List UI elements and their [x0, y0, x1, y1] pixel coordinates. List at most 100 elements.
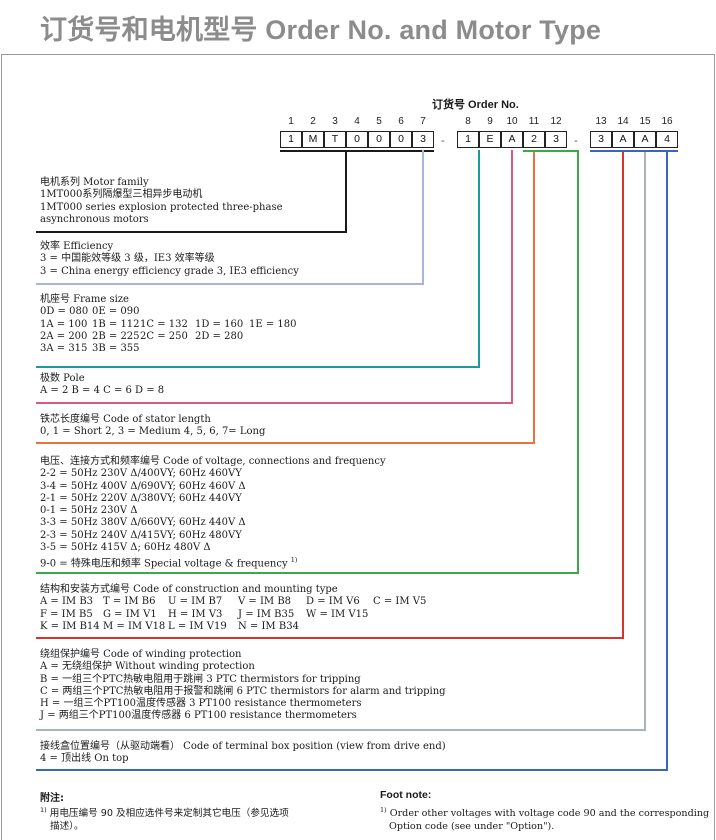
frame-size-entry: 2C = 250	[140, 330, 188, 342]
efficiency-section: 效率 Efficiency 3 = 中国能效等级 3 级，IE3 效率等级 3 …	[40, 241, 299, 278]
frame-size-entry: 1D = 160	[195, 318, 244, 330]
order-cell: 3	[590, 131, 612, 148]
position-number: 9	[487, 116, 493, 127]
voltage-line: 0-1 = 50Hz 230V Δ	[40, 505, 138, 517]
construction-entry: G = IM V1	[103, 608, 157, 620]
construction-connector	[36, 150, 624, 639]
frame-size-entry: 1B = 112	[92, 318, 140, 330]
position-number: 12	[550, 116, 562, 127]
position-number: 2	[310, 116, 316, 127]
position-number: 4	[354, 116, 360, 127]
winding-line: C = 两组三个PTC热敏电阻用于报警和跳闸 6 PTC thermistors…	[40, 685, 446, 697]
frame-size-entry: 1E = 180	[249, 318, 297, 330]
order-separator: -	[574, 135, 578, 147]
order-cell: 2	[523, 131, 545, 148]
motor-family-line: asynchronous motors	[40, 213, 149, 225]
order-cell: 0	[390, 131, 412, 148]
frame-size-entry: 1A = 100	[40, 318, 88, 330]
voltage-connector	[36, 150, 579, 574]
efficiency-title: 效率 Efficiency	[40, 241, 114, 252]
stator-length-title: 铁芯长度编号 Code of stator length	[40, 414, 211, 425]
terminal-box-line: 4 = 顶出线 On top	[40, 753, 129, 765]
frame-size-row: 1A = 100 1B = 1121C = 132 1D = 160 1E = 180	[40, 319, 297, 331]
footnote-cn: 1) 用电压编号 90 及相应选件号来定制其它电压（参见选项 描述）。	[40, 804, 289, 833]
pole-section: 极数 Pole A = 2 B = 4 C = 6 D = 8	[40, 373, 164, 398]
construction-entry: V = IM B8	[238, 596, 292, 608]
construction-entry: K = IM B14	[40, 620, 100, 632]
position-number: 13	[595, 116, 607, 127]
position-number: 3	[332, 116, 338, 127]
frame-size-entry: 3B = 355	[92, 343, 140, 355]
voltage-line: 3-3 = 50Hz 380V Δ/660VY; 60Hz 440V Δ	[40, 517, 246, 529]
construction-entry: D = IM V6	[306, 596, 360, 608]
order-cell: 0	[368, 131, 390, 148]
footnote-marker: 1)	[40, 806, 47, 814]
winding-line: B = 一组三个PTC热敏电阻用于跳闸 3 PTC thermistors fo…	[40, 673, 361, 685]
order-cell: 1	[280, 131, 302, 148]
order-cell: M	[302, 131, 324, 148]
winding-title: 绕组保护编号 Code of winding protection	[40, 649, 242, 660]
construction-title: 结构和安装方式编号 Code of construction and mount…	[40, 584, 338, 595]
order-cell: A	[612, 131, 634, 148]
position-number: 16	[661, 116, 673, 127]
order-cell: T	[324, 131, 346, 148]
terminal-box-title: 接线盒位置编号（从驱动端看） Code of terminal box posi…	[40, 741, 446, 752]
construction-entry: L = IM V19	[168, 620, 227, 632]
stator-length-section: 铁芯长度编号 Code of stator length 0, 1 = Shor…	[40, 414, 265, 439]
position-number: 5	[376, 116, 382, 127]
footnote-cn-line: 描述）。	[50, 821, 84, 833]
order-cell: 0	[346, 131, 368, 148]
frame-size-entry: 0D = 080	[40, 306, 89, 318]
frame-size-entry: 2B = 225	[92, 330, 140, 342]
order-cell: 1	[457, 131, 479, 148]
order-cell: E	[479, 131, 501, 148]
pole-connector	[36, 150, 513, 404]
winding-line: H = 一组三个PT100温度传感器 3 PT100 resistance th…	[40, 698, 362, 710]
footnote-marker: 1)	[290, 556, 298, 565]
winding-line: J = 两组三个PT100温度传感器 6 PT100 resistance th…	[40, 710, 357, 722]
construction-entry: F = IM B5	[40, 608, 93, 620]
voltage-special-text: 9-0 = 特殊电压和频率 Special voltage & frequenc…	[40, 558, 288, 570]
efficiency-connector	[36, 150, 424, 285]
order-cell: 4	[656, 131, 678, 148]
position-number: 8	[465, 116, 471, 127]
voltage-line: 3-4 = 50Hz 400V Δ/690VY; 60Hz 460V Δ	[40, 480, 246, 492]
voltage-section: 电压、连接方式和频率编号 Code of voltage, connection…	[40, 456, 386, 571]
construction-entry: A = IM B3	[40, 596, 94, 608]
position-number: 7	[420, 116, 426, 127]
terminal-box-connector	[36, 150, 668, 771]
frame-size-connector	[36, 150, 480, 368]
order-cell: A	[634, 131, 656, 148]
voltage-line: 2-1 = 50Hz 220V Δ/380VY; 60Hz 440VY	[40, 492, 242, 504]
order-number-label: 订货号 Order No.	[432, 99, 519, 111]
notes-heading-cn: 附注:	[40, 793, 64, 804]
footnote-en: 1) Order other voltages with voltage cod…	[380, 804, 709, 833]
winding-connector	[36, 150, 646, 731]
motor-family-line: 1MT000系列隔爆型三相异步电动机	[40, 189, 203, 201]
construction-entry: U = IM B7	[168, 596, 223, 608]
construction-entry: N = IM B34	[238, 620, 299, 632]
position-number: 10	[506, 116, 518, 127]
construction-entry: J = IM B35	[238, 608, 295, 620]
pole-title: 极数 Pole	[40, 373, 85, 384]
stator-length-line: 0, 1 = Short 2, 3 = Medium 4, 5, 6, 7= L…	[40, 426, 266, 438]
voltage-line: 2-2 = 50Hz 230V Δ/400VY; 60Hz 460VY	[40, 468, 242, 480]
construction-section: 结构和安装方式编号 Code of construction and mount…	[40, 584, 426, 633]
voltage-title: 电压、连接方式和频率编号 Code of voltage, connection…	[40, 456, 386, 467]
frame-size-entry: 2D = 280	[195, 330, 244, 342]
order-separator: -	[441, 135, 445, 147]
construction-entry: M = IM V18	[103, 620, 166, 632]
construction-entry: W = IM V15	[306, 608, 369, 620]
page-title: 订货号和电机型号 Order No. and Motor Type	[40, 15, 602, 45]
motor-family-line: 1MT000 series explosion protected three-…	[40, 201, 283, 213]
terminal-box-section: 接线盒位置编号（从驱动端看） Code of terminal box posi…	[40, 741, 446, 766]
frame-size-entry: 1C = 132	[140, 318, 188, 330]
motor-family-connector	[36, 150, 347, 233]
order-cell: 3	[545, 131, 567, 148]
